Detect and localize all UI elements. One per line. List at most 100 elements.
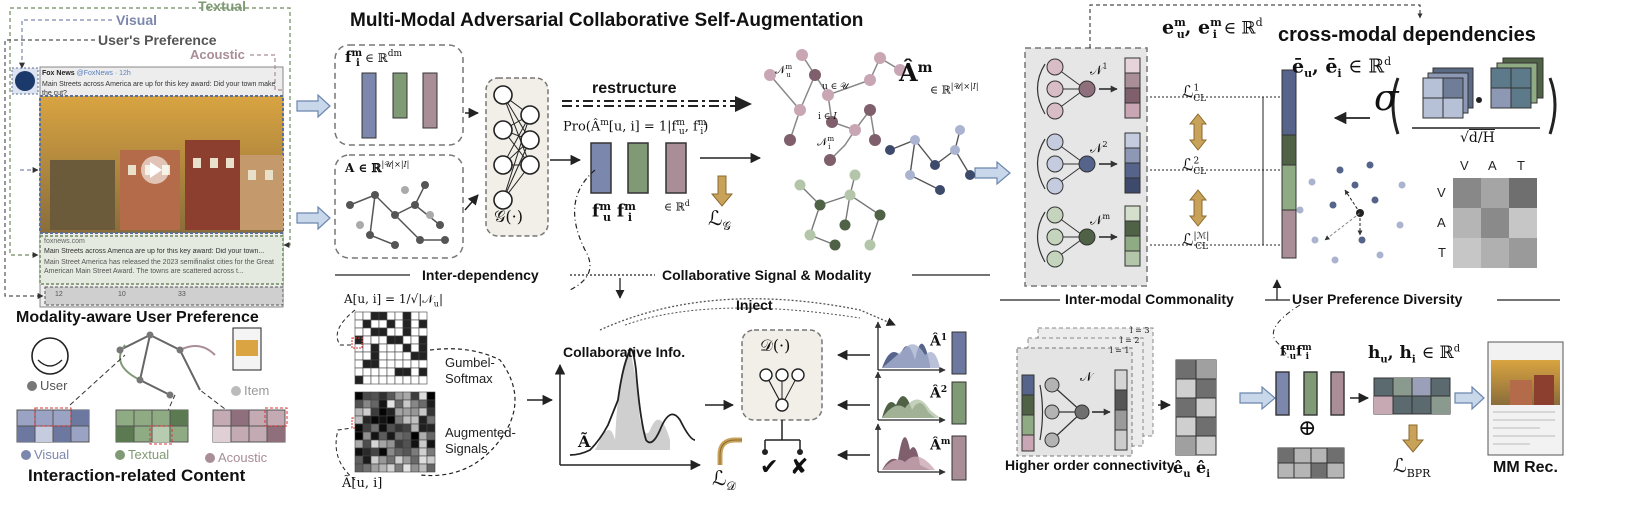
i-in-I: i ∈ 𝐼 [818, 112, 837, 122]
cross-modal-title: cross-modal dependencies [1278, 24, 1536, 46]
atilde-cell [418, 407, 428, 417]
a-cell [394, 327, 404, 337]
tweet-stat-likes: 33 [178, 291, 186, 298]
modality-encoders [1036, 57, 1141, 268]
e-hat-label: êu êi [1173, 458, 1211, 481]
atilde-cell [402, 431, 412, 441]
attention-cube-a [1422, 67, 1474, 119]
atilde-cell [410, 399, 420, 409]
f-mu-mi-label: fmufmi [1280, 343, 1312, 363]
augmented-graph [764, 49, 975, 251]
mm-rec-label: MM Rec. [1493, 459, 1558, 476]
atilde-cell [394, 399, 404, 409]
heatmap-row-a: A [1437, 215, 1446, 230]
atilde-cell [394, 407, 404, 417]
prob-expression: Pro(Âm[u, i] = 1|fmu, fmi) [563, 118, 709, 137]
l3-label: l = 3 [1130, 326, 1150, 335]
a-cell [370, 367, 380, 377]
atui-link [335, 427, 356, 481]
atilde-cell [418, 431, 428, 441]
atilde-cell [402, 399, 412, 409]
a-cell [410, 311, 420, 321]
a-cell [394, 367, 404, 377]
atilde-cell [418, 447, 428, 457]
atilde-cell [386, 455, 396, 465]
a-cell [402, 367, 412, 377]
n1-label: 𝒩1 [1090, 62, 1108, 79]
atilde-cell [362, 455, 372, 465]
atilde-cell [370, 399, 380, 409]
collab-signal-label: Collaborative Signal & Modality [662, 267, 872, 283]
a-cell [410, 375, 420, 385]
atilde-cell [362, 431, 372, 441]
inject-arc [599, 298, 896, 331]
atilde-cell [426, 407, 436, 417]
atilde-cell [370, 415, 380, 425]
atilde-cell [418, 391, 428, 401]
atilde-cell [394, 391, 404, 401]
atilde-cell [418, 463, 428, 473]
atilde-cell [386, 447, 396, 457]
atilde-cell [402, 391, 412, 401]
a-cell [362, 359, 372, 369]
encoder-group-1 [1036, 57, 1141, 120]
atilde-cell [418, 439, 428, 449]
sqrt-dh-label: √d/H [1460, 129, 1495, 146]
a-cell [410, 319, 420, 329]
atilde-cell [354, 391, 364, 401]
a-cell [386, 343, 396, 353]
a-cell [402, 335, 412, 345]
a-cell [386, 335, 396, 345]
a-cell [402, 351, 412, 361]
atilde-cell [418, 399, 428, 409]
collab-info-label: Collaborative Info. [563, 344, 686, 360]
atilde-cell [386, 431, 396, 441]
atilde-cell [418, 415, 428, 425]
atilde-cell [370, 439, 380, 449]
atilde-cell [354, 415, 364, 425]
a-cell [386, 367, 396, 377]
atilde-cell [386, 399, 396, 409]
u-in-U: u ∈ 𝒰 [822, 82, 849, 92]
atilde-cell [394, 439, 404, 449]
atilde-cell [410, 391, 420, 401]
atilde-cell [386, 423, 396, 433]
adjacency-label: A ∈ ℝ|𝒰|×|𝐼| [345, 160, 410, 175]
augmented-signals-label: Augmented-Signals [445, 425, 516, 456]
a-cell [394, 359, 404, 369]
atilde-cell [402, 463, 412, 473]
top-dashed-link [1089, 4, 1423, 48]
atilde-cell [362, 415, 372, 425]
nm-label: 𝒩m [1090, 212, 1111, 229]
n-label: 𝒩 [1080, 370, 1093, 385]
atilde-cell [362, 407, 372, 417]
atilde-cell [378, 415, 388, 425]
a-cell [354, 359, 364, 369]
atilde-cell [354, 447, 364, 457]
a-cell [378, 335, 388, 345]
a-cell [386, 319, 396, 329]
atilde-cell [354, 407, 364, 417]
attention-cube-b [1490, 57, 1544, 109]
a-cell [386, 359, 396, 369]
atilde-cell [394, 423, 404, 433]
visual-route-lines [19, 19, 112, 173]
f-user-item-label: fmu fmi [592, 200, 636, 225]
loss-g: ℒ𝒢 [708, 206, 731, 233]
atilde-cell [394, 447, 404, 457]
atilde-cell [370, 407, 380, 417]
discriminator-box [717, 329, 823, 465]
higher-order-label: Higher order connectivity [1005, 457, 1175, 473]
a-cell [418, 359, 428, 369]
a-cell [418, 375, 428, 385]
input-arrows [296, 93, 1485, 411]
atilde-cell [426, 391, 436, 401]
generator-label: 𝒢(·) [494, 207, 523, 226]
a-cell [410, 335, 420, 345]
a-cell [418, 367, 428, 377]
atilde-cell [394, 415, 404, 425]
neighborhood-u: 𝒩mu [775, 63, 793, 79]
atilde-cell [386, 391, 396, 401]
a-cell [370, 351, 380, 361]
